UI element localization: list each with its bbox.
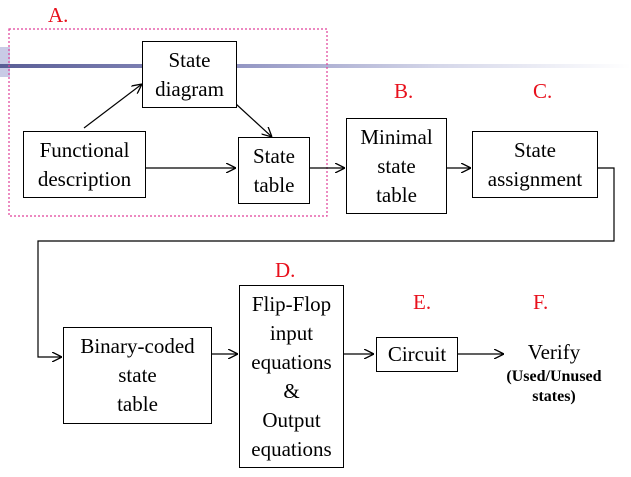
title-stripe-accent: [0, 47, 10, 77]
step-marker-b: B.: [394, 79, 414, 103]
minimal-state-table-box: Minimal state table: [346, 118, 447, 214]
arrow-assignment-to-binary: [37, 167, 615, 357]
step-marker-c: C.: [533, 79, 553, 103]
verify-label: Verify: [527, 340, 581, 364]
box-line: table: [376, 182, 417, 207]
box-line: equations: [251, 436, 332, 461]
state-table-box: State table: [238, 137, 310, 204]
box-line: table: [253, 172, 295, 197]
state-assignment-box: State assignment: [472, 131, 598, 198]
box-line: assignment: [487, 166, 583, 191]
flip-flop-equations-box: Flip-Flop input equations & Output equat…: [239, 285, 344, 468]
box-line: &: [283, 378, 300, 403]
verify-note-line2: states): [532, 388, 576, 405]
box-line: state: [377, 153, 416, 178]
box-line: Output: [262, 407, 321, 432]
box-line: table: [117, 392, 158, 416]
step-marker-a: A.: [48, 3, 69, 27]
box-line: description: [37, 166, 132, 191]
group-a-border: [8, 28, 328, 217]
step-marker-e: E.: [413, 290, 432, 314]
box-line: Binary-coded: [80, 334, 195, 358]
functional-description-box: Functional description: [23, 131, 146, 198]
box-line: Minimal: [360, 124, 433, 149]
step-marker-d: D.: [275, 258, 296, 282]
box-line: diagram: [155, 76, 224, 101]
circuit-box: Circuit: [376, 337, 458, 372]
box-line: Circuit: [387, 342, 447, 366]
box-line: state: [118, 363, 157, 387]
box-line: State: [514, 137, 556, 162]
box-line: State: [253, 143, 295, 168]
binary-coded-state-table-box: Binary-coded state table: [63, 327, 212, 424]
verify-note-line1: (Used/Unused: [506, 368, 602, 385]
state-diagram-box: State diagram: [142, 41, 237, 108]
box-line: input: [269, 320, 314, 345]
arrow-diagram-to-table: [235, 103, 272, 137]
arrow-func-to-diagram: [83, 84, 142, 129]
box-line: Flip-Flop: [251, 291, 332, 316]
box-line: Functional: [39, 137, 130, 162]
box-line: State: [168, 47, 211, 72]
step-marker-f: F.: [533, 290, 549, 314]
box-line: equations: [251, 349, 332, 374]
title-stripe: [0, 64, 631, 68]
